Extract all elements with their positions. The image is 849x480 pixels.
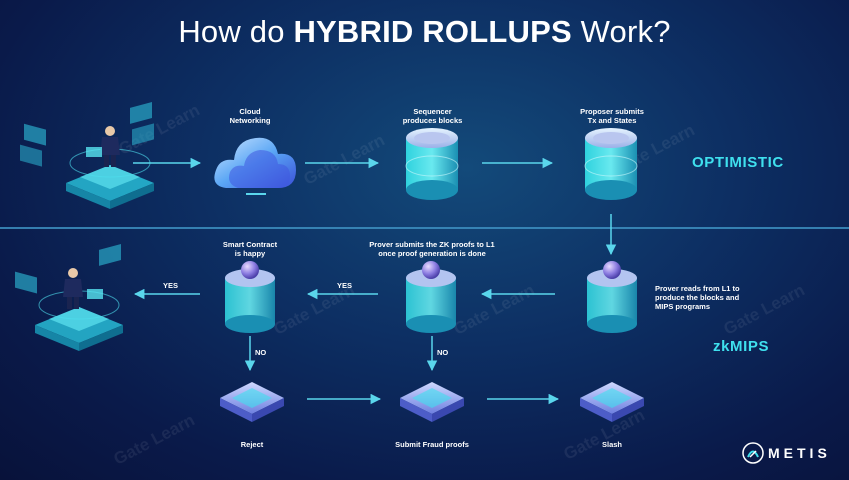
user-workstation-icon: [20, 101, 154, 209]
yes-label-left: YES: [163, 281, 179, 290]
optimistic-mode-label: OPTIMISTIC: [692, 154, 784, 171]
zkmips-mode-label: zkMIPS: [713, 338, 770, 355]
prover-submits-label: Prover submits the ZK proofs to L1 once …: [369, 240, 495, 258]
proposer-database-icon: [584, 128, 638, 200]
cloud-icon: [214, 137, 296, 195]
smart-contract-node-icon: [225, 261, 275, 333]
cloud-networking-label: Cloud Networking: [229, 107, 271, 125]
prover-reads-label: Prover reads from L1 to produce the bloc…: [655, 284, 740, 311]
no-label-middle: NO: [437, 348, 449, 357]
reject-plate-icon: [220, 382, 284, 422]
slash-label: Slash: [601, 440, 622, 449]
prover-reads-node-icon: [587, 261, 637, 333]
title-bold: HYBRID ROLLUPS: [293, 14, 572, 49]
fraud-proof-plate-icon: [400, 382, 464, 422]
prover-node-icon: [406, 261, 456, 333]
proposer-label: Proposer submits Tx and States: [580, 107, 644, 125]
title-prefix: How do: [178, 14, 294, 49]
sequencer-label: Sequencer produces blocks: [402, 107, 463, 125]
brand-name: METIS: [768, 445, 831, 461]
no-label-left: NO: [255, 348, 267, 357]
slash-plate-icon: [580, 382, 644, 422]
title-suffix: Work?: [571, 14, 671, 49]
yes-label-middle: YES: [337, 281, 353, 290]
user-workstation-icon-bottom: [15, 243, 123, 351]
page-title: How do HYBRID ROLLUPS Work?: [0, 14, 849, 50]
reject-label: Reject: [240, 440, 264, 449]
smart-contract-label: Smart Contract is happy: [222, 240, 278, 258]
section-divider: [0, 227, 849, 229]
sequencer-database-icon: [405, 128, 459, 200]
metis-logo-icon: [742, 442, 764, 464]
submit-fraud-proofs-label: Submit Fraud proofs: [395, 440, 469, 449]
